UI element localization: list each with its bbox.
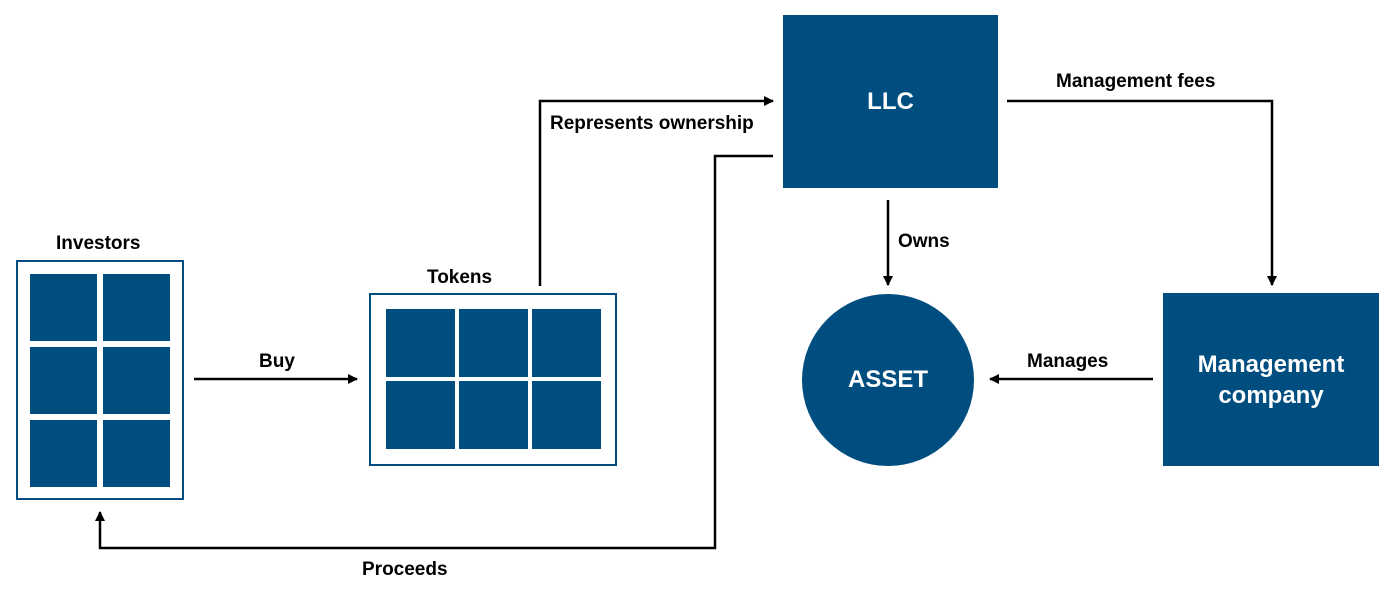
token-cell	[386, 381, 455, 449]
manages-edge-label: Manages	[1027, 351, 1109, 372]
llc-node[interactable]: LLC	[783, 15, 998, 188]
represents-ownership-arrow	[538, 96, 774, 286]
asset-node[interactable]: ASSET	[802, 294, 974, 466]
token-cell	[532, 309, 601, 377]
management-fees-arrow	[1007, 99, 1277, 286]
management-fees-edge-label: Management fees	[1056, 71, 1216, 92]
investor-cell	[30, 347, 97, 414]
investor-cell	[103, 420, 170, 487]
proceeds-edge-label: Proceeds	[362, 559, 448, 580]
token-cell	[532, 381, 601, 449]
investors-label: Investors	[56, 233, 141, 254]
tokens-label: Tokens	[427, 267, 493, 288]
proceeds-arrow	[95, 154, 773, 550]
investor-cell	[103, 274, 170, 341]
llc-label: LLC	[867, 87, 914, 115]
represents-ownership-edge-label: Represents ownership	[550, 113, 754, 134]
buy-edge-label: Buy	[259, 351, 295, 372]
token-cell	[459, 309, 528, 377]
investor-cell	[30, 420, 97, 487]
investor-cell	[30, 274, 97, 341]
asset-label: ASSET	[847, 366, 928, 393]
investor-cell	[103, 347, 170, 414]
management-company-label: Management company	[1197, 350, 1345, 409]
owns-edge-label: Owns	[898, 231, 950, 252]
tokens-node[interactable]	[369, 293, 617, 466]
investors-node[interactable]	[16, 260, 184, 500]
token-cell	[459, 381, 528, 449]
management-company-node[interactable]: Management company	[1163, 293, 1379, 466]
token-cell	[386, 309, 455, 377]
